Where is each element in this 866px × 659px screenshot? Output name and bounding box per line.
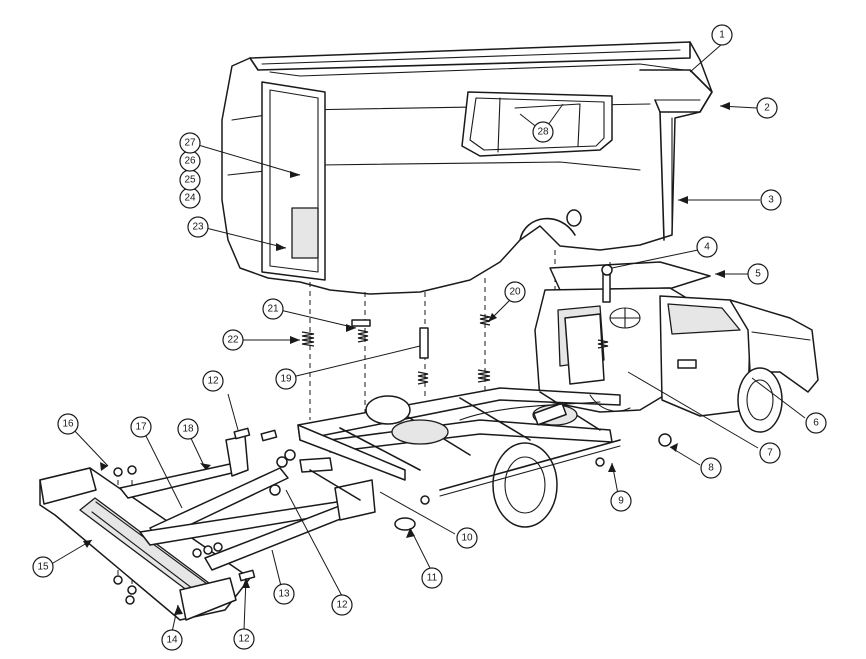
truck-cab: [534, 261, 819, 417]
callout-26-label: 26: [184, 156, 196, 167]
callout-8: 8: [700, 457, 722, 479]
truck-chassis: [297, 367, 783, 528]
spring-20: [479, 314, 491, 326]
callout-25: 25: [179, 169, 201, 191]
callout-28-label: 28: [537, 127, 549, 138]
callout-9: 9: [610, 490, 632, 512]
callout-1-label: 1: [719, 30, 725, 41]
callout-27-label: 27: [184, 138, 196, 149]
callout-16: 16: [57, 413, 79, 435]
callout-12-right-label: 12: [336, 600, 348, 611]
spring-21: [357, 329, 369, 343]
callout-23-label: 23: [192, 222, 204, 233]
callout-2: 2: [756, 97, 778, 119]
callout-21-label: 21: [267, 304, 279, 315]
callout-17-label: 17: [135, 422, 147, 433]
callout-15-label: 15: [37, 562, 49, 573]
callout-13: 13: [273, 583, 295, 605]
callout-28: 28: [532, 121, 554, 143]
callout-4-label: 4: [704, 242, 710, 253]
callout-1: 1: [711, 24, 733, 46]
callout-2-label: 2: [764, 103, 770, 114]
rear-step-panel: [291, 207, 319, 259]
callout-12-right: 12: [331, 594, 353, 616]
callout-12-bottom-label: 12: [238, 634, 250, 645]
callout-12-top: 12: [202, 370, 224, 392]
callout-7-label: 7: [767, 448, 773, 459]
callout-27: 27: [179, 132, 201, 154]
callout-22: 22: [222, 329, 244, 351]
callout-18-label: 18: [182, 424, 194, 435]
callout-12-bottom: 12: [233, 628, 255, 650]
callout-14: 14: [161, 629, 183, 651]
callout-6: 6: [805, 412, 827, 434]
callout-12-top-label: 12: [207, 376, 219, 387]
callout-3: 3: [760, 189, 782, 211]
camper-shell: [221, 41, 713, 295]
callout-19-label: 19: [280, 374, 292, 385]
truck-hood: [729, 299, 819, 393]
callout-20: 20: [504, 281, 526, 303]
cab-roof-panel: [549, 261, 711, 291]
callout-13-label: 13: [278, 589, 290, 600]
callout-20-label: 20: [509, 287, 521, 298]
arrowheads: [83, 102, 730, 615]
callout-24-label: 24: [184, 193, 196, 204]
callout-14-label: 14: [166, 635, 178, 646]
callout-5: 5: [747, 263, 769, 285]
callout-17: 17: [130, 416, 152, 438]
callout-22-label: 22: [227, 335, 239, 346]
front-wheel: [737, 367, 783, 433]
spare-tire: [365, 395, 411, 425]
callout-16-label: 16: [62, 419, 74, 430]
callout-26: 26: [179, 150, 201, 172]
callout-4: 4: [696, 236, 718, 258]
callout-5-label: 5: [755, 269, 761, 280]
receiver-coupler: [394, 517, 416, 531]
callout-8-label: 8: [708, 463, 714, 474]
callout-19: 19: [275, 368, 297, 390]
callout-25-label: 25: [184, 175, 196, 186]
callout-9-label: 9: [618, 496, 624, 507]
callout-10: 10: [456, 527, 478, 549]
tie-down-hardware: [301, 264, 613, 385]
callout-10-label: 10: [461, 533, 473, 544]
callout-3-label: 3: [768, 195, 774, 206]
callout-21: 21: [262, 298, 284, 320]
spring-22: [301, 331, 315, 347]
spring-19: [417, 371, 429, 385]
bumper-hitch-assembly: [39, 427, 672, 621]
callout-18: 18: [177, 418, 199, 440]
callout-11: 11: [421, 567, 443, 589]
callout-6-label: 6: [813, 418, 819, 429]
callout-24: 24: [179, 187, 201, 209]
callout-23: 23: [187, 216, 209, 238]
hitch-bracket: [334, 479, 376, 521]
rear-wheel: [492, 442, 558, 528]
camper-fill-cap: [566, 209, 582, 227]
callouts: 1 2 3 4 5 6 7 8 9 10 11 12 12 12 13 14 1…: [32, 24, 827, 651]
bolts: [113, 427, 672, 605]
side-brace: [119, 463, 237, 499]
callout-11-label: 11: [427, 573, 438, 584]
callout-15: 15: [32, 556, 54, 578]
callout-7: 7: [759, 442, 781, 464]
